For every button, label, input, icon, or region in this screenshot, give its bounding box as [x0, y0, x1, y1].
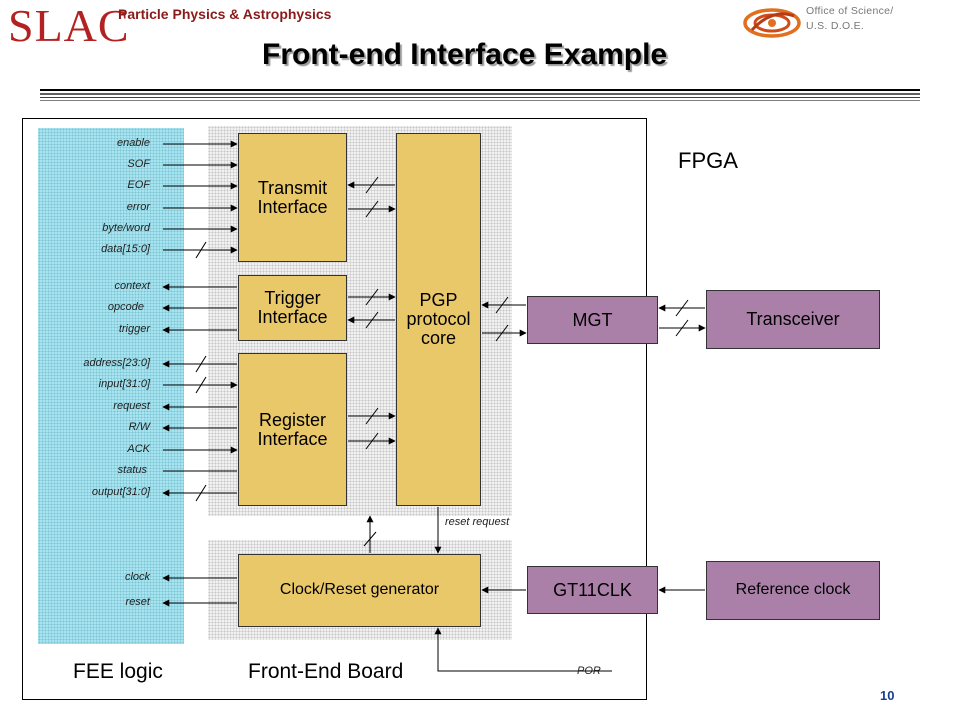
signal-error: error	[126, 201, 150, 213]
mgt-block: MGT	[527, 296, 658, 344]
fee-logic-label: FEE logic	[73, 660, 163, 683]
signal-data: data[15:0]	[101, 243, 150, 255]
doe-emblem-icon	[742, 6, 804, 40]
transceiver-block: Transceiver	[706, 290, 880, 349]
register-interface-block: Register Interface	[238, 353, 347, 506]
gt11clk-block: GT11CLK	[527, 566, 658, 614]
signal-ack: ACK	[127, 443, 150, 455]
signal-context: context	[114, 280, 150, 292]
signal-reset: reset	[125, 596, 150, 608]
signal-address: address[23:0]	[83, 357, 150, 369]
slide-title: Front-end Interface Example	[262, 38, 668, 71]
title-underline	[40, 89, 920, 101]
signal-output: output[31:0]	[91, 486, 150, 498]
signal-opcode: opcode	[107, 301, 144, 313]
pgp-protocol-core-block: PGP protocol core	[396, 133, 481, 506]
signal-input: input[31:0]	[98, 378, 150, 390]
fee-logic-region	[38, 128, 184, 644]
por-note: POR	[577, 665, 601, 677]
page-number: 10	[880, 688, 895, 703]
fpga-label: FPGA	[678, 148, 738, 173]
clock-reset-generator-block: Clock/Reset generator	[238, 554, 481, 627]
signal-clock: clock	[124, 571, 150, 583]
signal-rw: R/W	[128, 421, 150, 433]
trigger-interface-block: Trigger Interface	[238, 275, 347, 341]
signal-request: request	[113, 400, 150, 412]
department-name: Particle Physics & Astrophysics	[118, 6, 332, 22]
reference-clock-block: Reference clock	[706, 561, 880, 620]
signal-sof: SOF	[127, 158, 150, 170]
signal-enable: enable	[116, 137, 150, 149]
transmit-interface-block: Transmit Interface	[238, 133, 347, 262]
doe-office-text: Office of Science/ U.S. D.O.E.	[806, 5, 894, 32]
signal-status: status	[117, 464, 147, 476]
signal-byte-word: byte/word	[102, 222, 150, 234]
signal-trigger: trigger	[118, 323, 150, 335]
signal-eof: EOF	[127, 179, 150, 191]
front-end-board-label: Front-End Board	[248, 660, 404, 683]
reset-request-note: reset request	[445, 516, 510, 528]
slac-logo: SLAC	[8, 0, 130, 51]
